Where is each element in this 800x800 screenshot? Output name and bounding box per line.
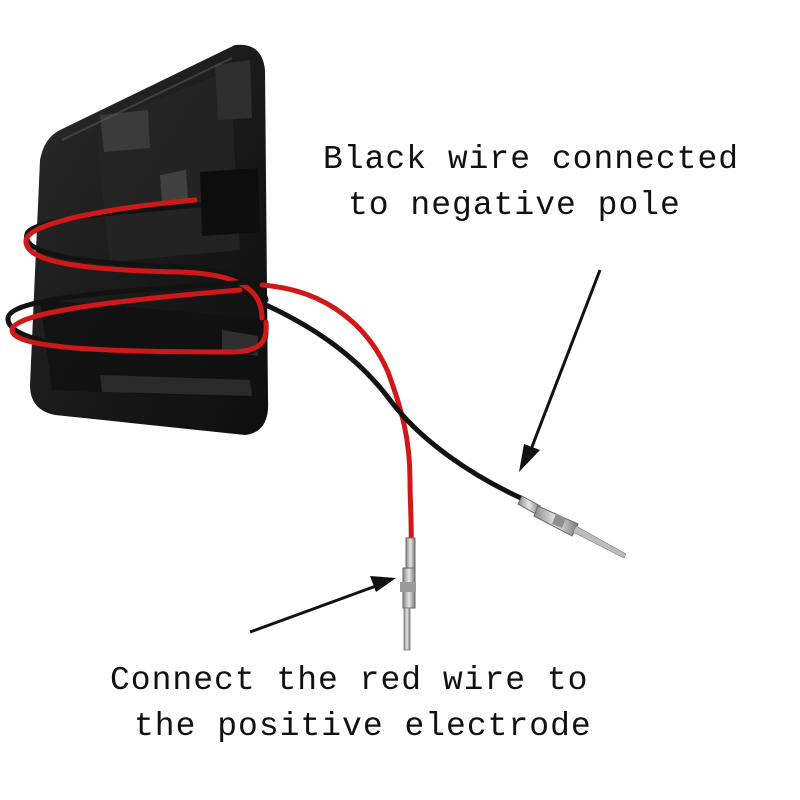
red-wire-label-line2: the positive electrode bbox=[134, 708, 592, 746]
black-wire-label-line2: to negative pole bbox=[348, 187, 681, 225]
red-wire-label: Connect the red wire to the positive ele… bbox=[110, 658, 592, 750]
red-wire-label-line1: Connect the red wire to bbox=[110, 662, 589, 699]
arrow-to-red-wire bbox=[249, 576, 396, 634]
arrow-to-black-wire bbox=[519, 269, 602, 472]
black-wire-label: Black wire connected to negative pole bbox=[323, 137, 739, 229]
wrapped-wire-bundle bbox=[5, 197, 269, 359]
black-wire-terminal-pin bbox=[517, 495, 627, 559]
red-wire-lead bbox=[259, 282, 414, 548]
black-wire-label-line1: Black wire connected bbox=[323, 141, 740, 178]
black-plastic-housing bbox=[30, 44, 269, 435]
red-wire-terminal-pin bbox=[400, 537, 416, 651]
black-wire-lead bbox=[263, 302, 528, 503]
